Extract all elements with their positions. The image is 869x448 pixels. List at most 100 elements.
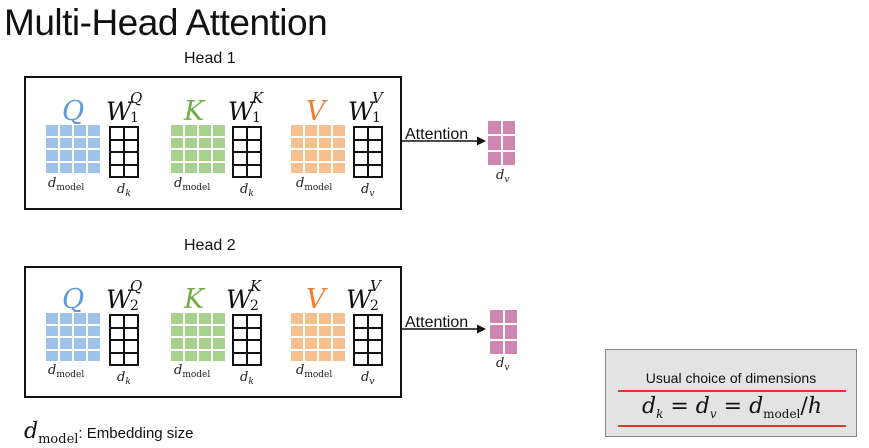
matrix-cell [87,161,101,174]
matrix-cell [110,315,124,328]
head-1-wv-dim-label: dv [361,182,375,199]
matrix-cell [124,127,138,140]
matrix-cell [233,352,247,365]
matrix-cell [124,315,138,328]
matrix-cell [110,139,124,152]
matrix-cell [198,349,212,362]
matrix-cell [247,127,261,140]
head-2-q-matrix [45,312,101,362]
matrix-cell [87,149,101,162]
matrix-cell [184,124,198,137]
matrix-cell [501,120,516,136]
matrix-cell [304,124,318,137]
matrix-cell [247,152,261,165]
matrix-cell [198,124,212,137]
matrix-cell [212,337,226,350]
matrix-cell [489,339,504,355]
matrix-cell [304,324,318,337]
matrix-cell [354,127,368,140]
matrix-cell [304,149,318,162]
matrix-cell [170,161,184,174]
matrix-cell [368,315,382,328]
head-2-wq-matrix [109,314,139,366]
matrix-cell [184,312,198,325]
head-1-v-dim-label: dmodel [296,176,333,193]
matrix-cell [487,135,502,151]
head-1-label: Head 1 [184,50,236,67]
matrix-cell [212,349,226,362]
matrix-cell [184,161,198,174]
dimension-formula: dk = dv = dmodel/h [641,394,822,421]
matrix-cell [233,127,247,140]
matrix-cell [170,136,184,149]
head-1-v-matrix [290,124,346,174]
matrix-cell [184,349,198,362]
head-2-k-matrix [170,312,226,362]
matrix-cell [212,124,226,137]
matrix-cell [184,324,198,337]
matrix-cell [368,327,382,340]
matrix-cell [45,324,59,337]
head-1-wk-dim-label: dk [240,182,254,199]
matrix-cell [87,349,101,362]
head-2-wv-dim-label: dv [361,370,375,387]
matrix-cell [170,124,184,137]
matrix-cell [233,315,247,328]
matrix-cell [503,309,518,325]
matrix-cell [212,149,226,162]
embedding-size-legend: dmodel: Embedding size [24,419,194,447]
matrix-cell [45,124,59,137]
head-2-attention-label: Attention [405,314,469,331]
matrix-cell [73,312,87,325]
matrix-cell [170,312,184,325]
head-2-wk-matrix [232,314,262,366]
matrix-cell [247,164,261,177]
matrix-cell [73,149,87,162]
matrix-cell [233,327,247,340]
matrix-cell [318,161,332,174]
matrix-cell [354,164,368,177]
matrix-cell [59,161,73,174]
matrix-cell [45,349,59,362]
matrix-cell [290,349,304,362]
matrix-cell [124,164,138,177]
matrix-cell [501,135,516,151]
note-title: Usual choice of dimensions [645,370,817,386]
head-1-v-symbol: V [306,96,326,127]
matrix-cell [318,149,332,162]
dimension-note-box: Usual choice of dimensions dk = dv = dmo… [605,349,857,437]
matrix-cell [368,139,382,152]
matrix-cell [247,139,261,152]
matrix-cell [332,124,346,137]
matrix-cell [73,324,87,337]
matrix-cell [170,149,184,162]
matrix-cell [87,124,101,137]
matrix-cell [368,127,382,140]
matrix-cell [170,324,184,337]
head-1-q-symbol: Q [62,96,85,127]
matrix-cell [184,337,198,350]
matrix-cell [124,327,138,340]
matrix-cell [368,152,382,165]
matrix-cell [184,149,198,162]
matrix-cell [354,340,368,353]
matrix-cell [59,136,73,149]
matrix-cell [354,139,368,152]
matrix-cell [198,312,212,325]
matrix-cell [73,337,87,350]
head-2-v-matrix [290,312,346,362]
matrix-cell [354,352,368,365]
head-2-v-dim-label: dmodel [296,363,333,380]
matrix-cell [503,324,518,340]
matrix-cell [124,352,138,365]
head-1-output-matrix [487,120,516,166]
matrix-cell [110,340,124,353]
matrix-cell [318,124,332,137]
head-1-wq-matrix [109,126,139,178]
matrix-cell [184,136,198,149]
matrix-cell [368,164,382,177]
head-1-k-symbol: K [184,96,205,127]
matrix-cell [247,315,261,328]
